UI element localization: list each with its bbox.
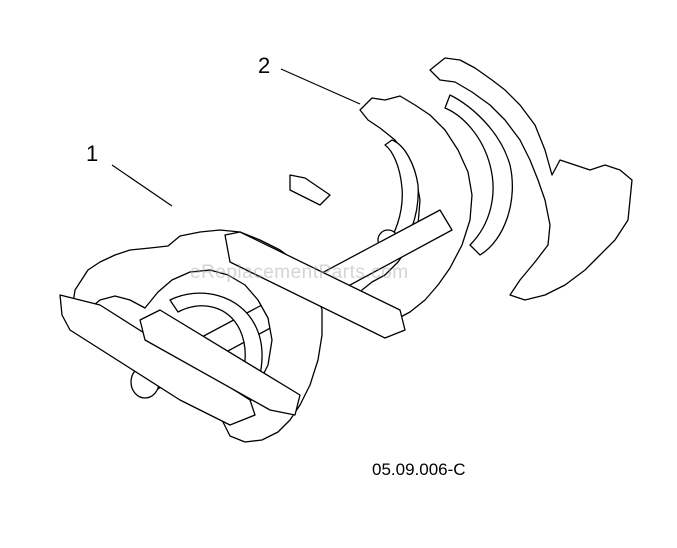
watermark-text: eReplacementParts.com [190,262,409,283]
auger-flight-right [429,57,633,301]
leader-line-2 [280,68,361,105]
auger-flight-middle [354,95,473,323]
callout-label-2: 2 [258,53,271,78]
figure-code: 05.09.006-C [372,460,466,479]
auger-blades [139,174,406,416]
callout-label-1: 1 [86,141,99,166]
leader-line-1 [111,164,173,207]
